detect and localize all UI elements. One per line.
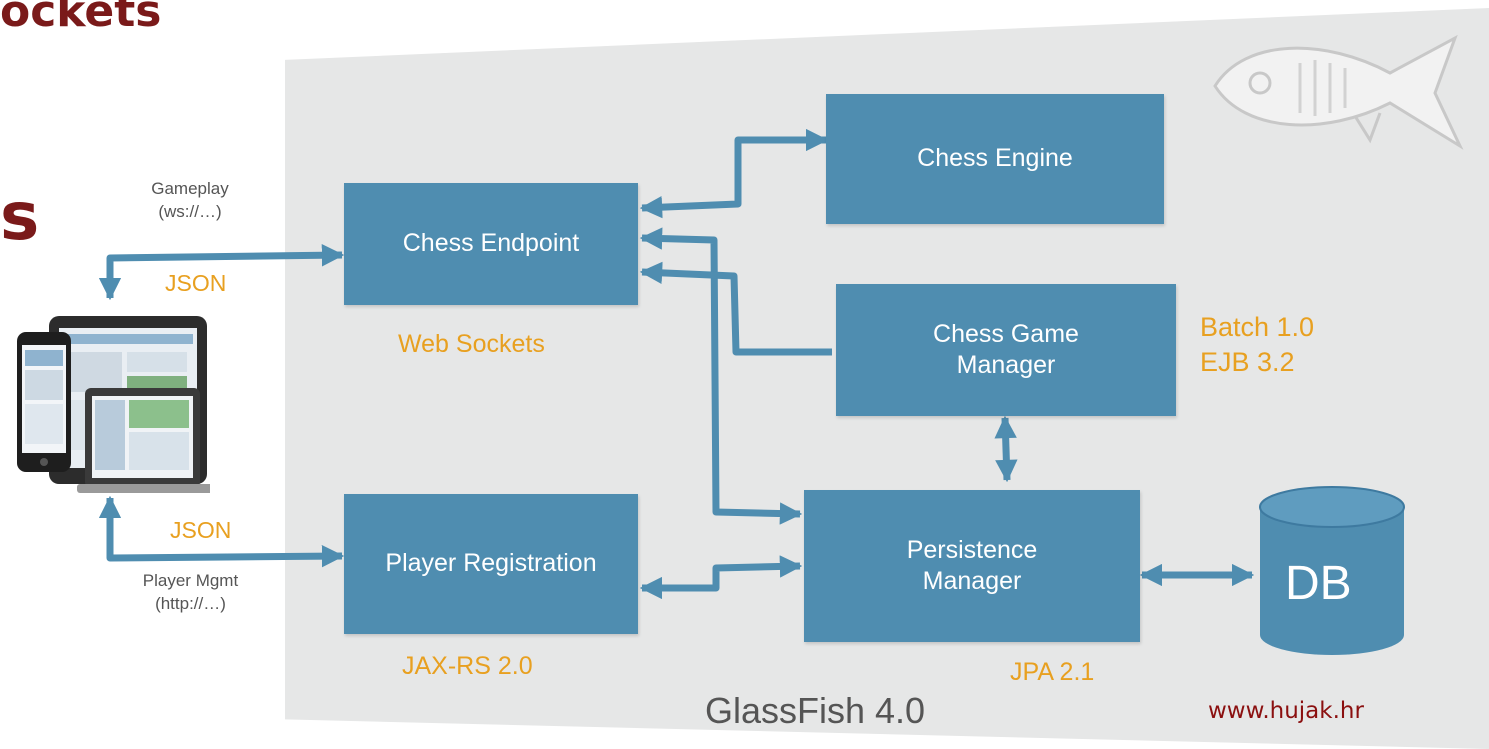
chess-endpoint-box: Chess Endpoint xyxy=(344,183,638,305)
persistence-manager-label-line2: Manager xyxy=(922,567,1022,595)
db-label: DB xyxy=(1285,557,1352,610)
chess-game-manager-label-line1: Chess Game xyxy=(933,319,1079,348)
persistence-manager-box: Persistence Manager xyxy=(804,490,1140,642)
player-mgmt-label-line1: Player Mgmt xyxy=(142,571,239,590)
chess-engine-box: Chess Engine xyxy=(826,94,1164,224)
slide-title-fragment: ockets xyxy=(0,0,162,37)
ejb-label: EJB 3.2 xyxy=(1200,347,1295,378)
player-mgmt-label-line2: (http://…) xyxy=(155,593,226,613)
web-sockets-label: Web Sockets xyxy=(398,330,545,358)
glassfish-server-label: GlassFish 4.0 xyxy=(705,690,926,731)
batch-label: Batch 1.0 xyxy=(1200,312,1315,342)
gameplay-label-line2: (ws://…) xyxy=(158,201,222,221)
watermark-url: www.hujak.hr xyxy=(1208,698,1364,724)
json-top-label: JSON xyxy=(165,270,227,296)
json-bottom-label: JSON xyxy=(170,517,232,543)
player-registration-box: Player Registration xyxy=(344,494,638,634)
jpa-label: JPA 2.1 xyxy=(1010,658,1095,686)
chess-endpoint-label: Chess Endpoint xyxy=(402,229,580,258)
chess-game-manager-box: Chess Game Manager xyxy=(836,284,1176,416)
devices-icon xyxy=(17,316,210,493)
player-mgmt-label: Player Mgmt (http://…) xyxy=(128,570,253,616)
chess-engine-label: Chess Engine xyxy=(917,144,1073,173)
gameplay-label: Gameplay (ws://…) xyxy=(135,178,245,224)
slide-letter-fragment: s xyxy=(0,178,40,255)
persistence-manager-label-line1: Persistence xyxy=(906,535,1038,564)
gameplay-label-line1: Gameplay xyxy=(151,179,229,198)
database-cylinder-icon xyxy=(1259,486,1405,655)
batch-ejb-label: Batch 1.0 EJB 3.2 xyxy=(1200,310,1314,380)
player-registration-label: Player Registration xyxy=(385,549,597,578)
chess-game-manager-label-line2: Manager xyxy=(956,351,1056,379)
glassfish-logo-icon xyxy=(1213,34,1464,150)
jax-rs-label: JAX-RS 2.0 xyxy=(402,652,533,680)
